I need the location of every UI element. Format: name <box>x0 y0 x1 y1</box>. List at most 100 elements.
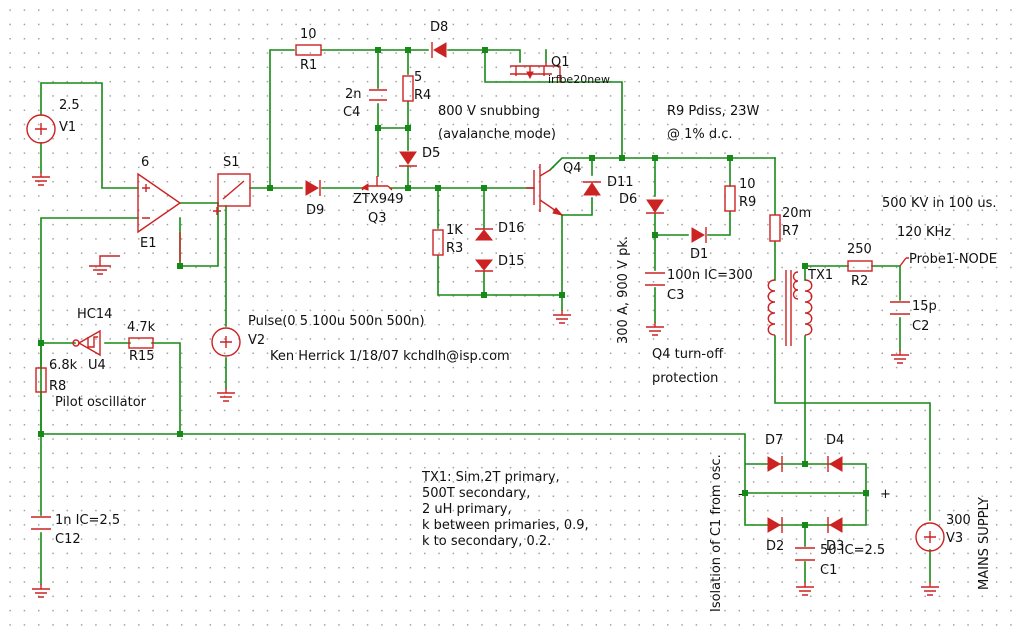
r8-resistor[interactable] <box>35 367 47 393</box>
r2-value-label: 250 <box>847 242 872 257</box>
r1-value-label: 10 <box>300 27 317 42</box>
v3-source[interactable] <box>915 522 945 596</box>
c1-capacitor[interactable] <box>795 547 815 596</box>
d11-name-label: D11 <box>607 175 634 190</box>
d8-name-label: D8 <box>430 20 448 35</box>
c2-capacitor[interactable] <box>890 301 910 364</box>
bridge-rectifier[interactable] <box>767 456 843 533</box>
c12-capacitor[interactable] <box>31 516 51 598</box>
d5-diode[interactable] <box>399 151 417 167</box>
c12-value-label: 1n IC=2.5 <box>55 513 120 528</box>
v2-name-label: V2 <box>248 333 265 348</box>
tx1-transformer[interactable] <box>767 270 813 346</box>
u4-name-label: U4 <box>88 358 106 373</box>
bridge-minus-label: - <box>738 487 743 502</box>
s1-name-label: S1 <box>223 155 240 170</box>
d5-name-label: D5 <box>422 146 440 161</box>
u4-hc14-inverter[interactable] <box>72 329 101 357</box>
r9-resistor[interactable] <box>724 185 736 212</box>
d15-name-label: D15 <box>498 254 525 269</box>
q3-part-label: ZTX949 <box>353 192 404 207</box>
d9-diode[interactable] <box>305 180 321 196</box>
d3-name-label: D3 <box>826 539 844 554</box>
r9-note-line2: @ 1% d.c. <box>667 127 733 142</box>
q1-part-label: irfbe20new <box>548 73 610 86</box>
probe1-marker[interactable] <box>899 257 909 267</box>
c2-value-label: 15p <box>912 299 937 314</box>
q4-igbt[interactable] <box>526 164 572 324</box>
e1-gain-label: 6 <box>141 155 149 170</box>
d4-name-label: D4 <box>826 433 844 448</box>
q1-mosfet[interactable] <box>510 62 561 82</box>
e1-amplifier[interactable] <box>88 172 182 275</box>
q3-name-label: Q3 <box>368 211 387 226</box>
q4-name-label: Q4 <box>563 161 582 176</box>
kv-note: 500 KV in 100 us. <box>882 196 997 211</box>
snubbing-note-line1: 800 V snubbing <box>438 104 540 119</box>
e1-name-label: E1 <box>140 236 157 251</box>
bridge-plus-label: + <box>880 487 891 502</box>
v1-source[interactable] <box>26 114 56 186</box>
r7-resistor[interactable] <box>769 214 781 242</box>
pilot-oscillator-note: Pilot oscillator <box>55 395 147 410</box>
r7-value-label: 20m <box>782 206 811 221</box>
q3-transistor[interactable] <box>360 176 393 191</box>
snubbing-note-line2: (avalanche mode) <box>438 127 556 142</box>
khz-note: 120 KHz <box>897 225 951 240</box>
d15-diode[interactable] <box>474 259 494 272</box>
isolation-note: Isolation of C1 from osc. <box>709 454 724 612</box>
r9-value-label: 10 <box>739 177 756 192</box>
r9-note-line1: R9 Pdiss, 23W <box>667 104 759 119</box>
labels: 2.5 V1 6 E1 S1 10 R1 D8 Q1 irfbe20new 2n… <box>49 20 997 612</box>
mains-supply-note: MAINS SUPPLY <box>977 497 992 590</box>
r4-name-label: R4 <box>414 88 431 103</box>
d1-name-label: D1 <box>690 247 708 262</box>
r15-value-label: 4.7k <box>127 320 156 335</box>
r4-value-label: 5 <box>414 70 422 85</box>
r7-name-label: R7 <box>782 224 799 239</box>
q4-peak-note: 300 A, 900 V pk. <box>616 236 631 344</box>
author-note: Ken Herrick 1/18/07 kchdlh@isp.com <box>270 349 510 364</box>
d8-diode[interactable] <box>431 42 447 58</box>
d16-diode[interactable] <box>474 228 494 241</box>
r3-resistor[interactable] <box>432 229 444 256</box>
c4-capacitor[interactable] <box>369 89 387 101</box>
d1-diode[interactable] <box>691 227 707 243</box>
c3-value-label: 100n IC=300 <box>667 268 753 283</box>
r15-resistor[interactable] <box>128 337 154 349</box>
d16-name-label: D16 <box>498 221 525 236</box>
s1-switch[interactable] <box>213 173 251 215</box>
r1-name-label: R1 <box>300 58 317 73</box>
d11-diode[interactable] <box>583 181 601 196</box>
c1-value-label: 50 IC=2.5 <box>820 543 885 558</box>
r9-name-label: R9 <box>739 195 756 210</box>
v1-name-label: V1 <box>59 120 76 135</box>
r1-resistor[interactable] <box>295 44 322 56</box>
c4-value-label: 2n <box>345 87 362 102</box>
r2-resistor[interactable] <box>847 260 873 272</box>
d6-name-label: D6 <box>619 192 637 207</box>
tx1-note-line2: 500T secondary, <box>422 486 530 501</box>
probe1-label: Probe1-NODE <box>909 252 997 267</box>
tx1-note-line4: k between primaries, 0.9, <box>422 518 589 533</box>
pulse-spec-label: Pulse(0 5 100u 500n 500n) <box>248 314 425 329</box>
q4-protection-line1: Q4 turn-off <box>652 347 724 362</box>
d7-name-label: D7 <box>765 433 783 448</box>
tx1-note-line3: 2 uH primary, <box>422 502 512 517</box>
d9-name-label: D9 <box>306 203 324 218</box>
u4-part-label: HC14 <box>77 307 112 322</box>
tx1-note-line1: TX1: Sim.2T primary, <box>421 470 560 485</box>
v3-name-label: V3 <box>946 531 963 546</box>
v2-source[interactable] <box>211 327 241 402</box>
c2-name-label: C2 <box>912 319 929 334</box>
v1-value-label: 2.5 <box>59 98 80 113</box>
r2-name-label: R2 <box>851 274 868 289</box>
d2-name-label: D2 <box>766 539 784 554</box>
c3-capacitor[interactable] <box>645 272 665 336</box>
d6-diode[interactable] <box>646 199 664 214</box>
tx1-note-line5: k to secondary, 0.2. <box>422 534 551 549</box>
r4-resistor[interactable] <box>402 75 414 102</box>
q4-protection-line2: protection <box>652 371 718 386</box>
v3-value-label: 300 <box>946 513 971 528</box>
